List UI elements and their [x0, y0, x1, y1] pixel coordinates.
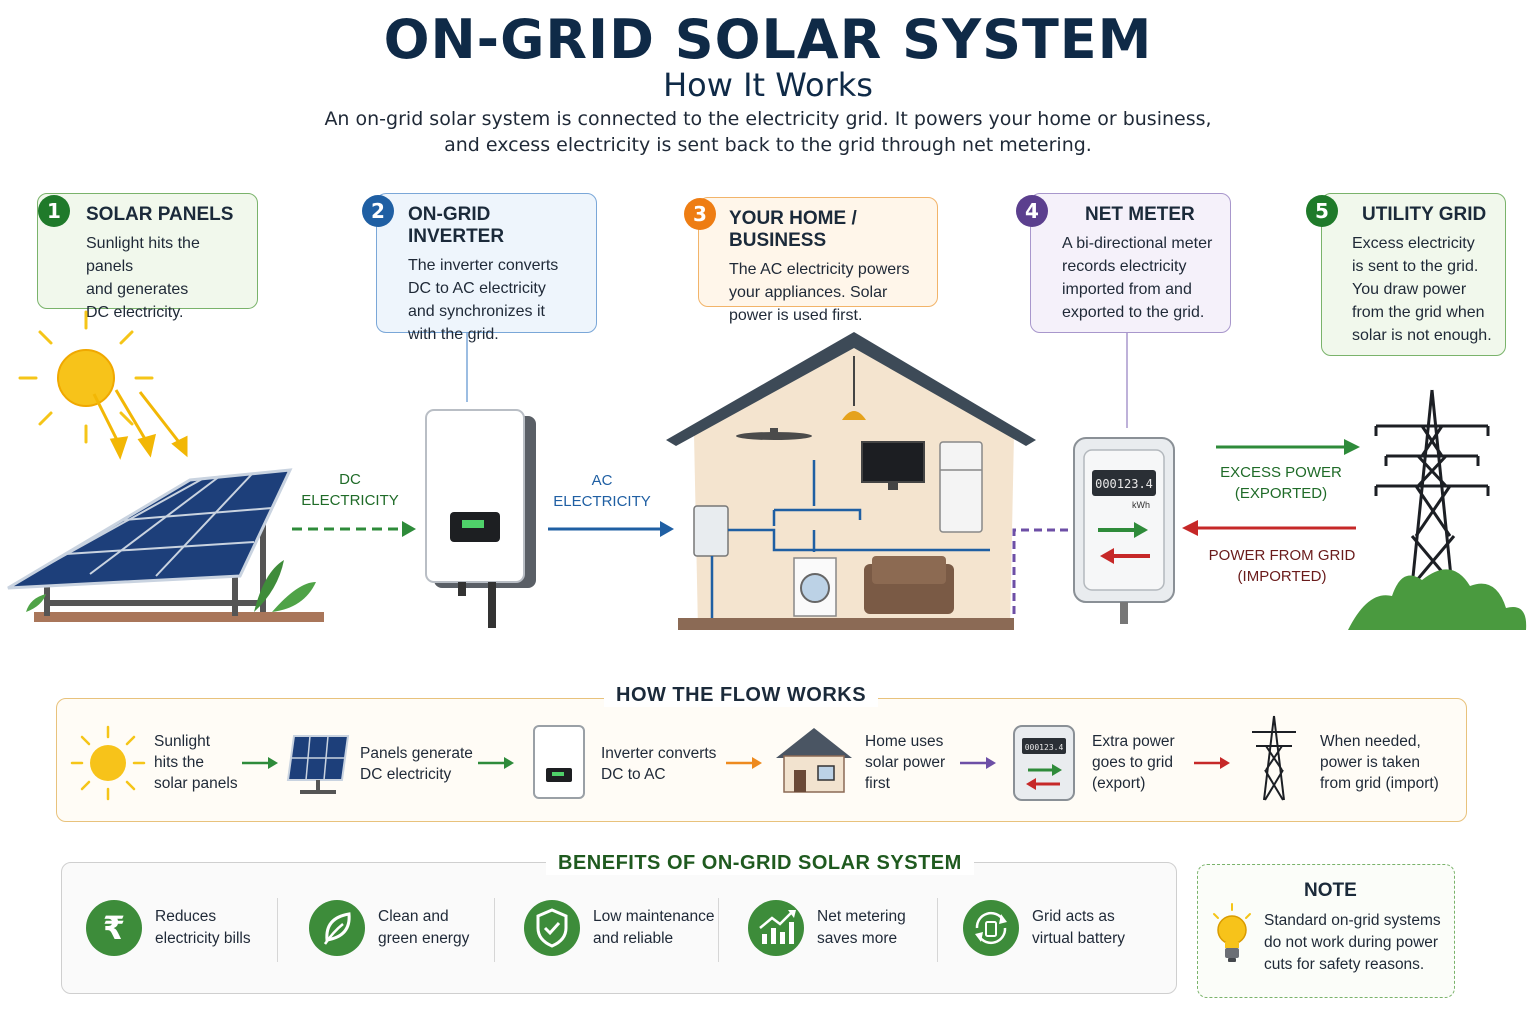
benefit-text: Net metering saves more: [817, 908, 906, 947]
shield-check-icon: [524, 900, 580, 956]
rupee-icon: ₹: [86, 900, 142, 956]
small-meter-reading: 000123.4: [1025, 743, 1064, 752]
flow-step-text: Home uses solar power first: [865, 733, 946, 792]
growth-chart-icon: [748, 900, 804, 956]
meter-unit: kWh: [1132, 500, 1150, 510]
benefit-divider: [494, 898, 495, 962]
step-text: The AC electricity powers your appliance…: [729, 261, 910, 324]
cycle-shape: [975, 911, 1007, 945]
export-label: EXCESS POWER (EXPORTED): [1220, 464, 1342, 502]
note-title: NOTE: [1304, 880, 1357, 901]
meter-reading: 000123.4: [1095, 477, 1153, 491]
dc-electricity-label: DC ELECTRICITY: [301, 471, 399, 509]
ac-flow-arrow: [548, 521, 674, 537]
benefit-divider: [718, 898, 719, 962]
flow-arrow-icon: [478, 757, 514, 769]
step-title: ON-GRID INVERTER: [408, 204, 505, 247]
step-title: YOUR HOME / BUSINESS: [729, 208, 857, 251]
flow-step-text: When needed, power is taken from grid (i…: [1320, 733, 1439, 792]
page-title: ON-GRID SOLAR SYSTEM: [383, 8, 1153, 71]
benefits-title: BENEFITS OF ON-GRID SOLAR SYSTEM: [546, 852, 974, 875]
step-card-net-meter: NET METER A bi-directional meter records…: [1030, 193, 1231, 333]
dc-flow-arrow: [292, 521, 416, 537]
ac-electricity-label: AC ELECTRICITY: [553, 472, 651, 510]
sunlight-rays: [92, 389, 188, 460]
step-number-badge: 4: [1016, 195, 1048, 227]
benefit-text: Low maintenance and reliable: [593, 908, 715, 947]
flow-arrow-icon: [1194, 757, 1230, 769]
flow-arrow-icon: [726, 757, 762, 769]
benefit-divider: [277, 898, 278, 962]
benefit-text: Clean and green energy: [378, 908, 470, 947]
step-number-badge: 1: [38, 195, 70, 227]
flow-step-text: Inverter converts DC to AC: [601, 745, 717, 783]
house-illustration: [666, 332, 1036, 630]
note-text: Standard on-grid systems do not work dur…: [1264, 912, 1441, 973]
how-flow-title: HOW THE FLOW WORKS: [604, 684, 879, 707]
step-card-inverter: ON-GRID INVERTER The inverter converts D…: [376, 193, 597, 343]
flow-step-text: Sunlight hits the solar panels: [154, 733, 238, 792]
battery-cycle-icon: [963, 900, 1019, 956]
step-text: Excess electricity is sent to the grid. …: [1352, 235, 1492, 344]
flow-house-icon: [776, 728, 852, 793]
sun-icon: [18, 310, 154, 444]
chart-shape: [759, 910, 796, 944]
flow-inverter-icon: [533, 725, 585, 799]
transmission-tower-icon: [1348, 389, 1527, 630]
net-meter-device: 000123.4 kWh: [1073, 437, 1175, 624]
step-number-badge: 2: [362, 195, 394, 227]
lightbulb-icon: [1213, 903, 1251, 962]
step-card-utility-grid: UTILITY GRID Excess electricity is sent …: [1321, 193, 1506, 356]
step-card-home: YOUR HOME / BUSINESS The AC electricity …: [698, 197, 938, 324]
import-arrow: [1182, 520, 1356, 536]
solar-panel-array: [7, 468, 324, 622]
benefit-divider: [937, 898, 938, 962]
step-card-solar-panels: SOLAR PANELS Sunlight hits the panels an…: [37, 193, 258, 321]
benefit-text: Grid acts as virtual battery: [1032, 908, 1126, 947]
import-label: POWER FROM GRID (IMPORTED): [1208, 547, 1356, 585]
flow-solar-panel-icon: [286, 735, 350, 794]
page-description: An on-grid solar system is connected to …: [324, 108, 1212, 156]
leaf-shape: [323, 912, 351, 945]
flow-step-text: Extra power goes to grid (export): [1092, 733, 1175, 792]
inverter-device: [425, 409, 536, 628]
step-number-badge: 3: [684, 198, 716, 230]
step-title: NET METER: [1085, 204, 1195, 225]
flow-sun-icon: [70, 725, 146, 801]
step-title: SOLAR PANELS: [86, 204, 234, 225]
step-number-badge: 5: [1306, 195, 1338, 227]
step-title: UTILITY GRID: [1362, 204, 1487, 225]
flow-step-text: Panels generate DC electricity: [360, 745, 473, 783]
shield-shape: [536, 908, 568, 948]
step-text: Sunlight hits the panels and generates D…: [86, 235, 200, 321]
step-text: The inverter converts DC to AC electrici…: [408, 257, 559, 343]
benefit-text: Reduces electricity bills: [155, 908, 251, 947]
flow-tower-icon: [1252, 715, 1296, 801]
leaf-icon: [309, 900, 365, 956]
export-arrow: [1216, 439, 1360, 455]
flow-meter-icon: 000123.4: [1013, 725, 1075, 801]
step-text: A bi-directional meter records electrici…: [1062, 235, 1213, 321]
home-meter-link: [1012, 528, 1070, 614]
flow-arrow-icon: [960, 757, 996, 769]
page-subtitle: How It Works: [663, 66, 873, 104]
flow-arrow-icon: [242, 757, 278, 769]
